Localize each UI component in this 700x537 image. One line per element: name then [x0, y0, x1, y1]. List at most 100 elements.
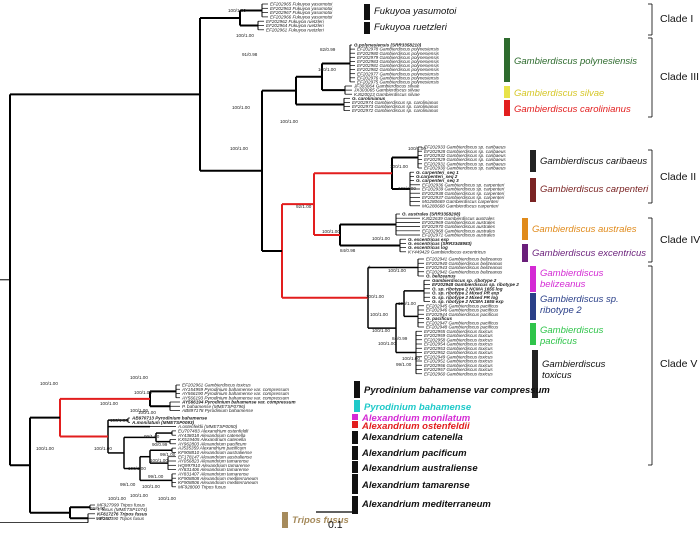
group-name: Tripos fusus: [292, 515, 349, 526]
group-name: Gambierdiscus carpenteri: [540, 184, 649, 195]
leaf-label: EF202953 Gambierdiscus toxicus: [424, 346, 493, 351]
leaf-label: EF202948 Gambierdiscus sp. ribotype 2: [432, 282, 519, 287]
group-bar: [522, 244, 528, 262]
group-bar: [352, 446, 358, 460]
support-value: 100/1.00: [318, 67, 336, 72]
support-value: 100/1.00: [110, 418, 128, 423]
leaf-label: EF202981 Gambierdiscus polynesiensis: [357, 63, 440, 68]
clade-label: Clade IV: [660, 234, 700, 246]
support-value: 94/0.97: [96, 516, 112, 521]
group-bar: [530, 266, 536, 292]
leaf-label: G. excentricus exp: [408, 237, 449, 242]
leaf-label: EF202974 Gambierdiscus sp. carolinianus: [352, 100, 439, 105]
leaf-label: P. bahamense (MMETSP0796): [182, 404, 246, 409]
support-value: 100/1.00: [158, 496, 176, 501]
leaf-label: Gambierdiscus sp. ribotype 2: [432, 278, 497, 283]
leaf-label: EF202929 Gambierdiscus sp. caribaeus: [424, 157, 506, 162]
group-bar: [352, 461, 358, 473]
leaf-label: G.polynesiensis (SRR3358210): [354, 43, 422, 48]
group-name: Gambierdiscus australes: [532, 224, 637, 235]
leaf-label: EF178147 Alexandrium australiense: [178, 454, 252, 459]
leaf-label: KY449429 Gambierdiscus excentricus: [408, 249, 487, 254]
leaf-label: EF202971 Gambierdiscus australes: [422, 233, 496, 238]
group-bar: [532, 350, 538, 398]
leaf-label: AF260390 Tripos fusus: [96, 516, 145, 521]
group-bar: [354, 381, 360, 398]
support-value: 91/0.98: [242, 52, 258, 57]
leaf-label: EF202957 Gambierdiscus toxicus: [424, 367, 493, 372]
support-value: 100/1.00: [134, 390, 152, 395]
support-value: 100/1.00: [366, 294, 384, 299]
support-value: 100/1.00: [398, 301, 416, 306]
leaf-label: JX303065 Gambierdiscus silvae: [353, 88, 420, 93]
leaf-label: G. carolinianus: [352, 96, 386, 101]
group-bar: [352, 496, 358, 514]
leaf-label: KX519405 Alexandrium catenella: [178, 437, 246, 442]
leaf-label: KF908806 Alexandrium mediterraneum: [178, 480, 258, 485]
leaf-label: EF202930 Gambierdiscus sp. caribaeus: [424, 166, 506, 171]
leaf-label: EF202962 Fukuyoa ruetzleri: [266, 19, 325, 24]
leaf-label: AY566194 Pyrodinium bahamense var. compr…: [181, 400, 296, 405]
group-name-line2: toxicus: [542, 370, 572, 381]
leaf-label: G. belizeanus: [426, 274, 456, 279]
leaf-label: MG280668 Gambierdiscus carpenteri: [422, 203, 499, 208]
support-value: 100/1.00: [130, 493, 148, 498]
leaf-label: G. excentricus log: [408, 245, 448, 250]
clade-label: Clade III: [660, 71, 699, 83]
leaf-label: EF202970 Gambierdiscus australes: [422, 224, 496, 229]
group-name-line1: Gambierdiscus sp.: [540, 294, 619, 305]
leaf-label: EU707483 Alexandrium ostenfeldii: [178, 429, 249, 434]
support-value: 99/1.00: [144, 434, 160, 439]
group-name: Pyrodinium bahamense: [364, 402, 472, 413]
group-bar: [352, 421, 358, 428]
leaf-label: EF202960 Gambierdiscus toxicus: [424, 371, 493, 376]
leaf-label: EF202980 Gambierdiscus polynesiensis: [357, 51, 440, 56]
leaf-label: EF202928 Gambierdiscus sp. caribaeus: [424, 149, 506, 154]
leaf-label: EF202969 Gambierdiscus australes: [422, 220, 496, 225]
leaf-label: EF202947 Gambierdiscus pacificus: [426, 320, 499, 325]
group-name: Alexandrium australiense: [361, 463, 478, 474]
support-value: 99/0.92: [90, 506, 106, 511]
support-value: 92/1.00: [296, 204, 312, 209]
support-value: 100/1.00: [138, 410, 156, 415]
leaf-label: AY962803 Alexandrium pacificum: [177, 441, 247, 446]
group-name: Gambierdiscus caribaeus: [540, 156, 647, 167]
leaf-label: G. excentricus (SRR3348983): [408, 241, 472, 246]
leaf-label: AB970713 Pyrodinium bahamense: [131, 416, 208, 421]
group-name-line2: ribotype 2: [540, 305, 582, 316]
leaf-label: EF202961 Gambierdiscus toxicus: [182, 383, 251, 388]
leaf-label: EF202940 Gambierdiscus belizeanus: [426, 261, 503, 266]
group-bar: [364, 22, 370, 34]
clade-label: Clade I: [660, 13, 693, 25]
support-value: 100/1.00: [128, 466, 146, 471]
leaf-label: EF202949 Gambierdiscus toxicus: [424, 354, 493, 359]
group-name-line2: belizeanus: [540, 279, 586, 290]
support-value: 100/1.00: [408, 146, 426, 151]
leaf-label: EF202961 Fukuyoa ruetzleri: [266, 27, 325, 32]
leaf-label: EF202941 Gambierdiscus belizeanus: [426, 257, 503, 262]
leaf-label: KJ622639 Gambierdiscus australes: [422, 216, 495, 221]
support-value: 84/0.99: [392, 336, 408, 341]
group-bar: [530, 178, 536, 202]
support-value: 100/1.00: [100, 401, 118, 406]
leaf-label: EF202958 Gambierdiscus toxicus: [424, 337, 493, 342]
leaf-label: EF202983 Gambierdiscus polynesiensis: [357, 59, 440, 64]
leaf-label: EF202976 Gambierdiscus polynesiensis: [357, 75, 440, 80]
group-name: Alexandrium pacificum: [361, 448, 467, 459]
leaf-label: G.carpenteri_seq 2: [416, 174, 458, 179]
leaf-label: KF908808 Alexandrium mediterraneum: [178, 476, 258, 481]
group-name-line2: pacificus: [539, 336, 577, 347]
leaf-label: EF202967 Fukuyoa yasumotoi: [270, 10, 333, 15]
group-bar: [530, 150, 536, 172]
group-name: Alexandrium monilatum: [361, 413, 471, 424]
support-value: 99/1.00: [396, 362, 412, 367]
group-bar: [504, 100, 510, 116]
group-bar: [352, 414, 358, 420]
leaf-label: EF202933 Gambierdiscus sp. caribaeus: [424, 145, 506, 150]
leaf-label: EF202952 Gambierdiscus toxicus: [424, 350, 493, 355]
support-value: 100/1.00: [108, 496, 126, 501]
support-value: 100/1.00: [94, 446, 112, 451]
group-bar: [504, 38, 510, 82]
group-name-line1: Gambierdiscus: [540, 325, 604, 336]
support-value: 100/1.00: [142, 484, 160, 489]
